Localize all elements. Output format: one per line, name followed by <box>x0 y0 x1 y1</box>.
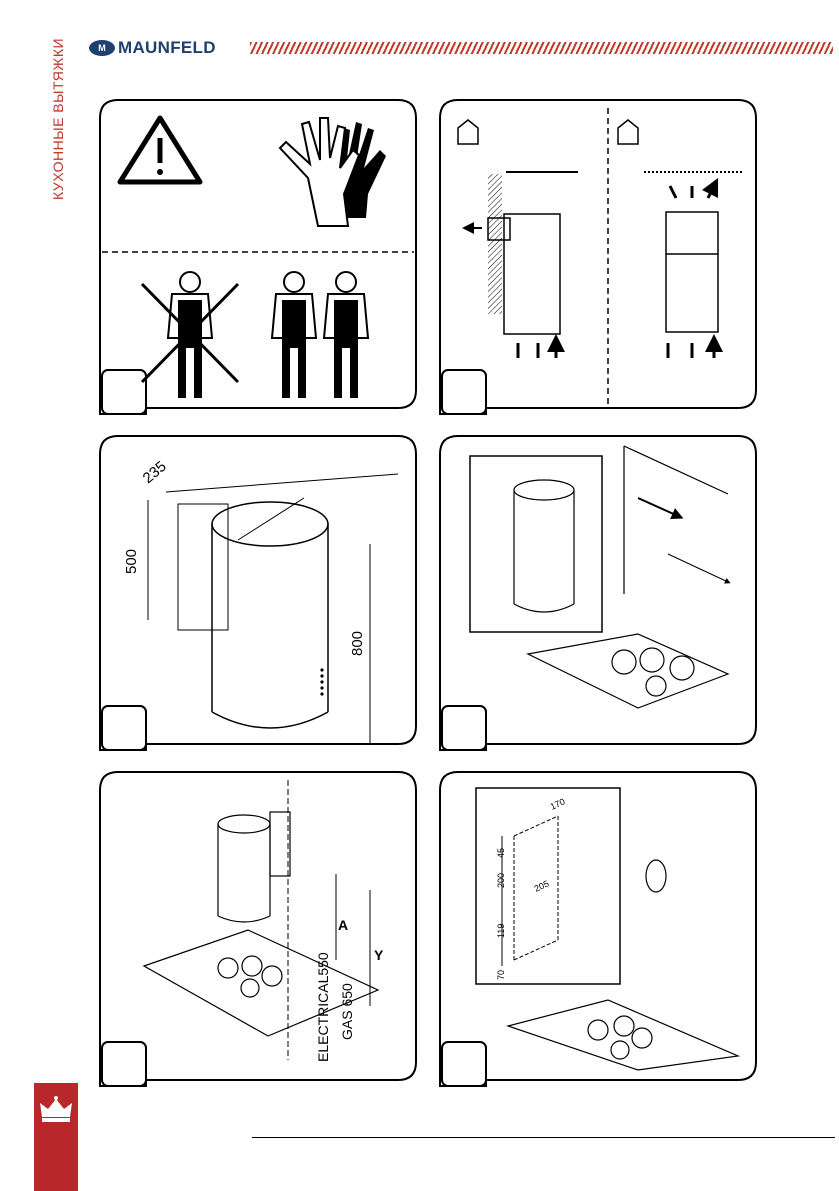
footer-rule <box>252 1137 835 1138</box>
dim-height-box: 500 <box>123 549 140 574</box>
header-hatch-bar <box>250 42 833 54</box>
two-workers-icon <box>270 271 370 398</box>
figure-number-box <box>441 705 487 751</box>
warning-icon <box>117 115 203 185</box>
figure-number-box <box>101 705 147 751</box>
label-y: Y <box>374 947 384 963</box>
control-buttons <box>320 668 324 696</box>
dim-height-total: 800 <box>349 631 366 656</box>
brand-logo: M MAUNFELD <box>88 38 248 58</box>
section-title-text: КУХОННЫЕ ВЫТЯЖКИ <box>50 37 66 200</box>
figure-safety <box>98 98 418 416</box>
dim-depth: 235 <box>140 458 170 487</box>
gloves-icon <box>278 117 386 227</box>
figure-clearance: A Y ELECTRICAL550 GAS 650 <box>98 770 418 1088</box>
svg-text:M: M <box>98 43 106 53</box>
clearance-gas: GAS 650 <box>339 983 355 1040</box>
section-title: КУХОННЫЕ ВЫТЯЖКИ <box>50 37 68 200</box>
single-worker-crossed-icon <box>140 271 240 398</box>
sidebar-red-block <box>34 1083 78 1191</box>
figure-number-box <box>101 1041 147 1087</box>
crown-icon <box>40 1096 72 1122</box>
label-a: A <box>338 917 348 933</box>
brand-name: MAUNFELD <box>118 38 216 57</box>
clearance-electrical: ELECTRICAL550 <box>315 952 331 1062</box>
brand-emblem-icon: M <box>89 40 115 56</box>
figure-wall-marking <box>438 434 758 752</box>
dim-200: 200 <box>496 873 506 888</box>
figure-operation-modes <box>438 98 758 416</box>
dim-45: 45 <box>496 848 506 858</box>
dim-119: 119 <box>496 924 506 938</box>
figure-number-box <box>101 369 147 415</box>
recirculation-mode-icon <box>617 119 639 145</box>
dim-70: 70 <box>496 970 506 980</box>
figure-dimensions: 235 500 800 <box>98 434 418 752</box>
figure-number-box <box>441 369 487 415</box>
figure-number-box <box>441 1041 487 1087</box>
extraction-mode-icon <box>457 119 479 145</box>
figure-mounting: 170 45 200 205 119 70 <box>438 770 758 1088</box>
